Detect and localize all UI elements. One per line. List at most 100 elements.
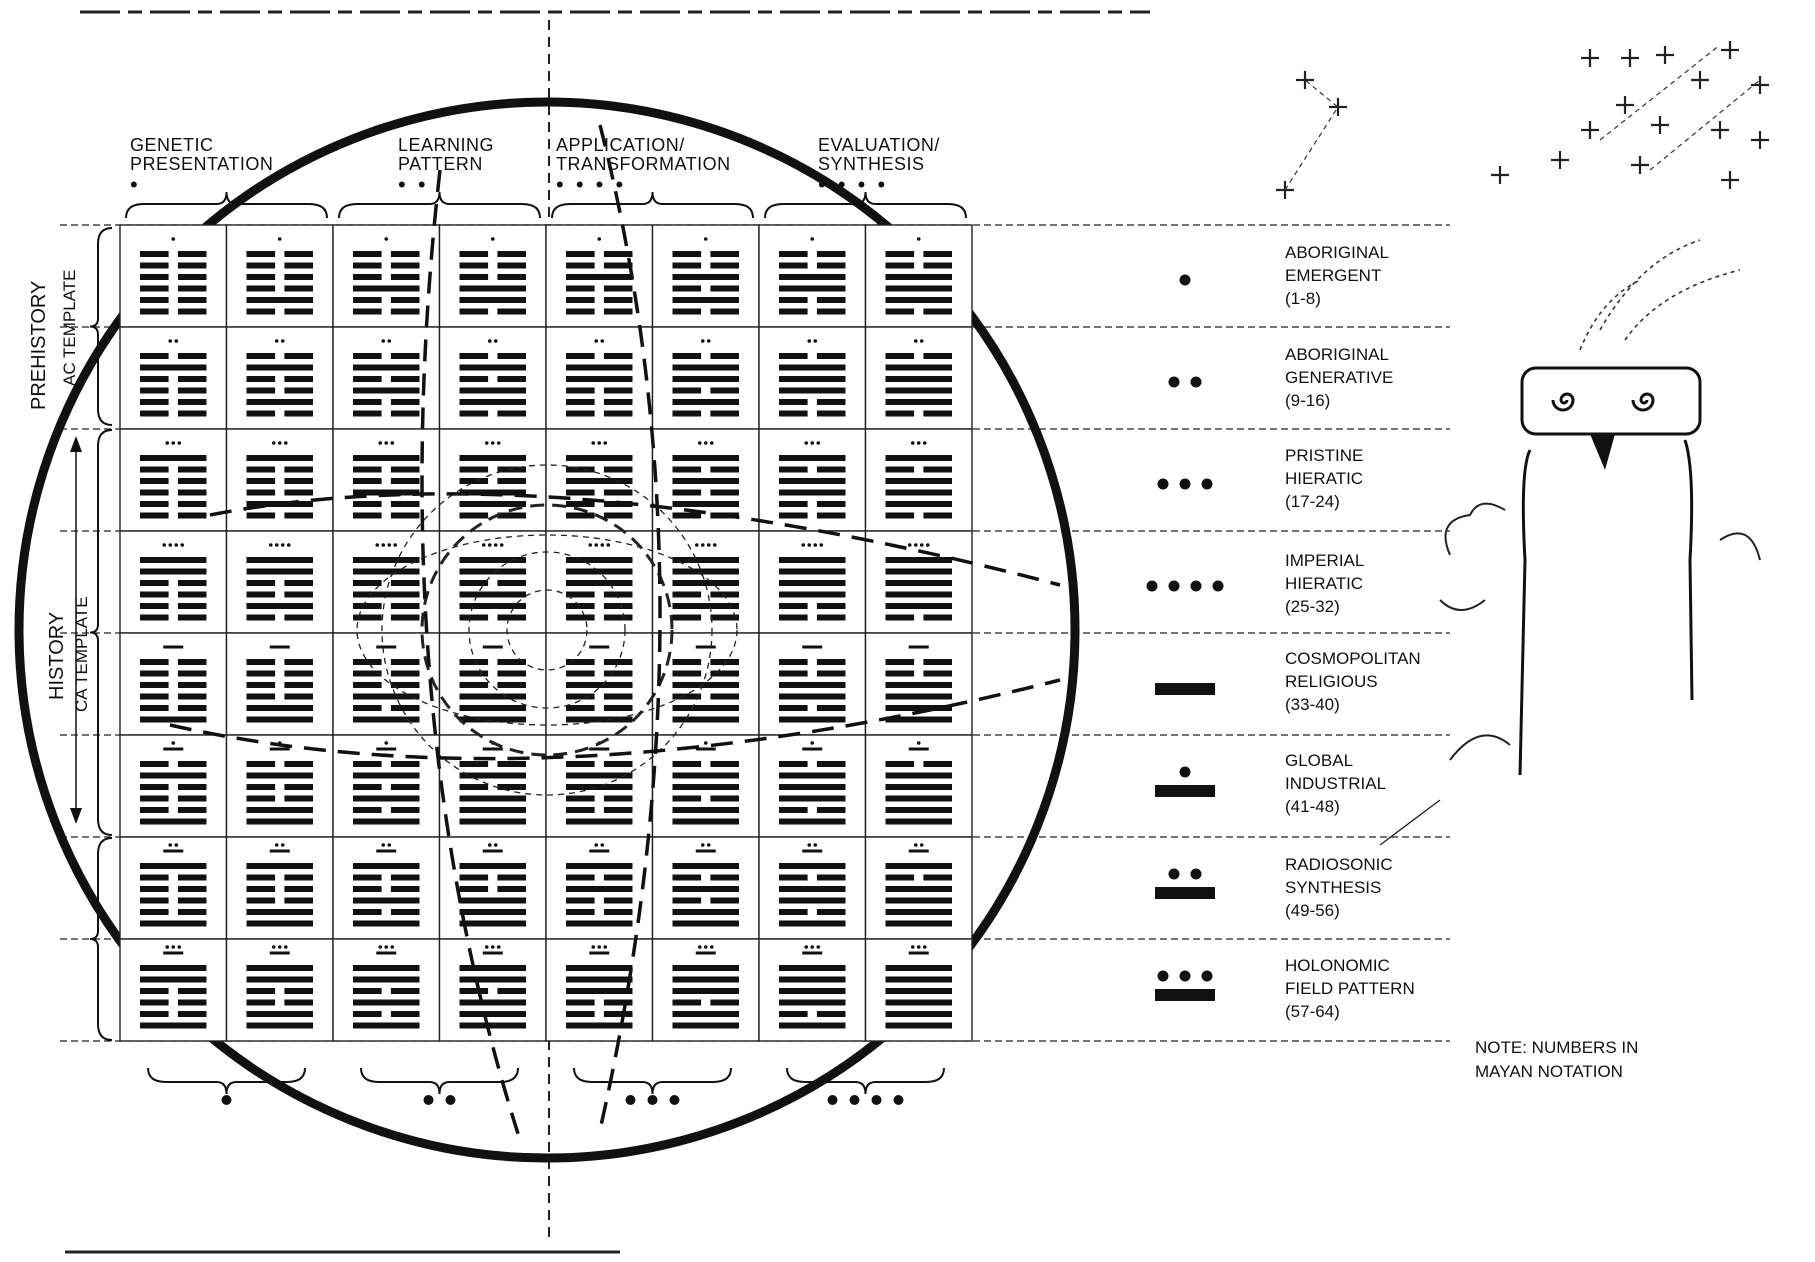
- hexagram-line-broken: [497, 513, 526, 519]
- hexagram-line-broken: [391, 807, 420, 813]
- legend-entry: RADIOSONIC SYNTHESIS (49-56): [1285, 853, 1393, 922]
- hexagram-line-solid: [779, 580, 846, 586]
- hexagram-line-broken: [460, 309, 489, 315]
- hexagram-line-broken: [604, 898, 633, 904]
- hexagram-line-solid: [673, 863, 740, 869]
- hexagram-line-solid: [353, 694, 420, 700]
- phase-label-line1: LEARNING: [398, 136, 494, 155]
- hexagram-line-broken: [566, 1011, 595, 1017]
- hexagram-line-broken: [817, 705, 846, 711]
- hexagram-line-broken: [284, 784, 313, 790]
- hexagram-line-broken: [178, 886, 207, 892]
- hexagram-line-broken: [497, 274, 526, 280]
- hexagram-line-broken: [391, 297, 420, 303]
- hexagram-line-broken: [604, 353, 633, 359]
- hexagram-line-broken: [779, 309, 808, 315]
- hexagram-line-broken: [247, 682, 276, 688]
- hexagram-line-broken: [710, 263, 739, 269]
- hexagram-line-solid: [779, 898, 846, 904]
- hexagram-line-broken: [460, 467, 489, 473]
- hexagram-line-broken: [391, 784, 420, 790]
- mayan-mark: [807, 543, 811, 547]
- hexagram-line-solid: [566, 863, 633, 869]
- hexagram-line-broken: [779, 807, 808, 813]
- mayan-mark: [696, 646, 716, 649]
- hexagram-line-solid: [566, 376, 633, 382]
- hexagram-line-broken: [353, 603, 382, 609]
- hexagram-line-solid: [886, 580, 953, 586]
- hexagram-line-broken: [817, 875, 846, 881]
- hexagram-line-solid: [140, 365, 207, 371]
- hexagram-line-solid: [779, 274, 846, 280]
- hexagram-line-solid: [673, 399, 740, 405]
- mayan-mark: [375, 543, 379, 547]
- legend-line1: ABORIGINAL: [1285, 241, 1389, 264]
- hexagram-line-broken: [353, 659, 382, 665]
- hexagram-line-broken: [604, 297, 633, 303]
- hexagram-line-solid: [886, 603, 953, 609]
- hexagram-line-broken: [460, 988, 489, 994]
- hexagram-line-solid: [566, 478, 633, 484]
- mayan-mark: [284, 441, 288, 445]
- hexagram-line-broken: [673, 490, 702, 496]
- hexagram-line-broken: [353, 467, 382, 473]
- star-icon: [1296, 71, 1314, 89]
- note-line1: NOTE: NUMBERS IN: [1475, 1036, 1638, 1060]
- side-label-history: HISTORY: [46, 612, 69, 700]
- hexagram-line-solid: [247, 819, 314, 825]
- hexagram-line-broken: [353, 399, 382, 405]
- foliage-sketch: [1440, 504, 1760, 760]
- mayan-mark: [813, 543, 817, 547]
- hexagram-line-solid: [353, 286, 420, 292]
- hexagram-line-broken: [710, 796, 739, 802]
- hexagram-line-broken: [779, 875, 808, 881]
- hexagram-line-broken: [140, 353, 169, 359]
- hexagram-line-broken: [140, 886, 169, 892]
- hexagram-line-solid: [566, 274, 633, 280]
- bottom-brace-dot: [626, 1095, 636, 1105]
- mayan-mark: [269, 543, 273, 547]
- hexagram-line-broken: [604, 705, 633, 711]
- hexagram-line-solid: [779, 863, 846, 869]
- mayan-mark: [376, 646, 396, 649]
- mayan-mark: [908, 543, 912, 547]
- hexagram-line-broken: [391, 580, 420, 586]
- hexagram-line-broken: [178, 309, 207, 315]
- hexagram-line-broken: [140, 251, 169, 257]
- hexagram-line-broken: [817, 909, 846, 915]
- hexagram-line-broken: [779, 411, 808, 417]
- hexagram-line-solid: [247, 977, 314, 983]
- hexagram-line-solid: [140, 977, 207, 983]
- phase-evaluation-synthesis: EVALUATION/ SYNTHESIS • • • •: [818, 136, 940, 195]
- hexagram-line-solid: [779, 773, 846, 779]
- hexagram-line-broken: [497, 886, 526, 892]
- hexagram-line-broken: [178, 1011, 207, 1017]
- hexagram-line-broken: [604, 694, 633, 700]
- mayan-mark: [591, 945, 595, 949]
- hexagram-line-solid: [460, 365, 527, 371]
- legend-line1: ABORIGINAL: [1285, 343, 1393, 366]
- hexagram-line-broken: [497, 251, 526, 257]
- hexagram-line-broken: [391, 603, 420, 609]
- legend-mayan-dot: [1191, 869, 1202, 880]
- hexagram-line-broken: [178, 761, 207, 767]
- hexagram-line-broken: [566, 603, 595, 609]
- mayan-mark: [384, 237, 388, 241]
- hexagram-line-broken: [284, 274, 313, 280]
- legend-range: (25-32): [1285, 595, 1364, 618]
- hexagram-line-broken: [460, 682, 489, 688]
- mayan-mark: [804, 441, 808, 445]
- mayan-mark: [802, 952, 822, 955]
- hexagram-line-broken: [353, 807, 382, 813]
- hexagram-line-broken: [284, 671, 313, 677]
- hexagram-line-broken: [178, 513, 207, 519]
- legend-range: (1-8): [1285, 287, 1389, 310]
- hexagram-line-solid: [140, 965, 207, 971]
- star-icon: [1581, 49, 1599, 67]
- hexagram-line-broken: [886, 761, 915, 767]
- legend-mayan-dot: [1180, 479, 1191, 490]
- hexagram-line-solid: [460, 455, 527, 461]
- mayan-mark: [606, 543, 610, 547]
- hexagram-line-broken: [140, 1011, 169, 1017]
- hexagram-line-broken: [178, 411, 207, 417]
